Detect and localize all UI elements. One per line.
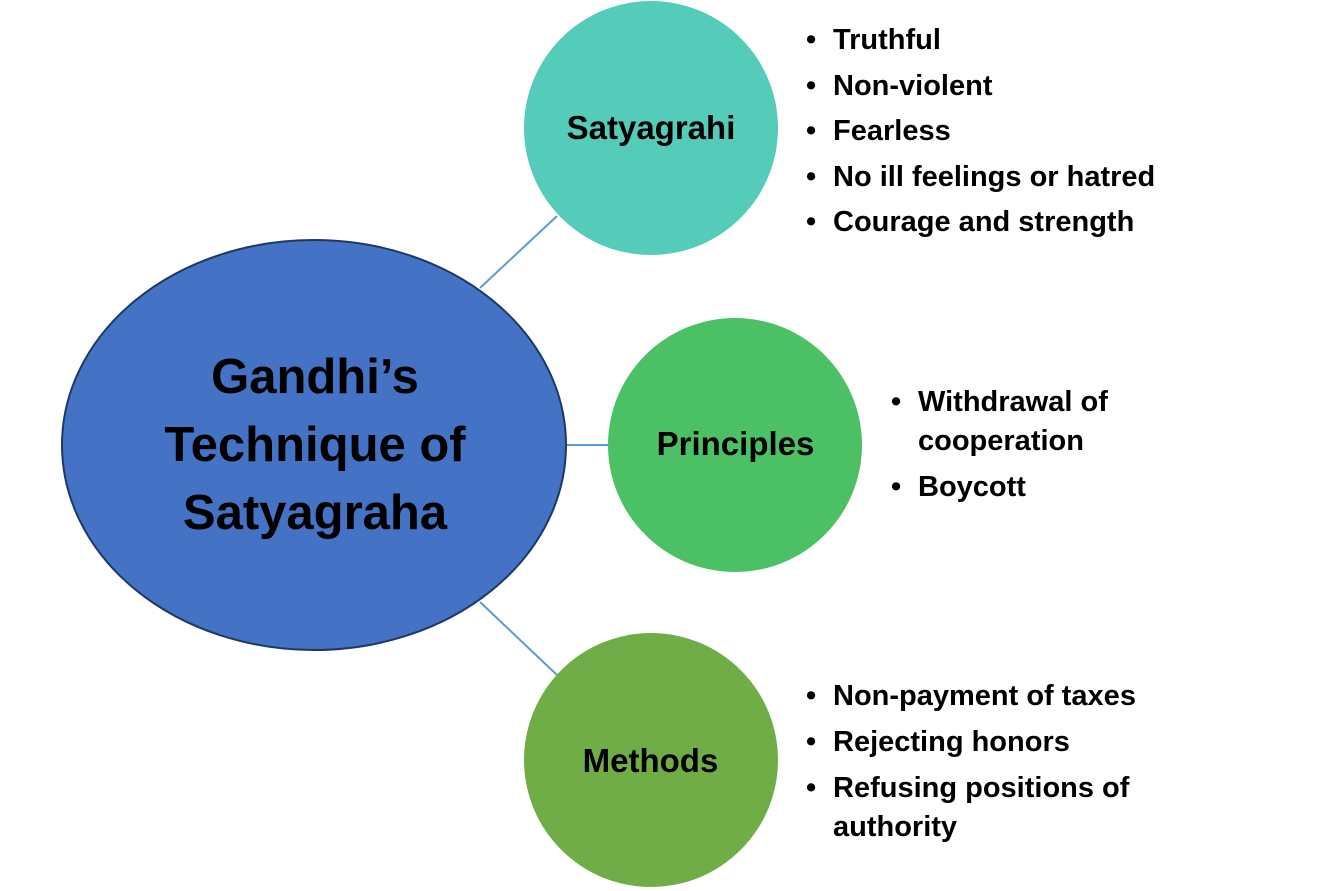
- list-item: Withdrawal of cooperation: [891, 383, 1108, 461]
- list-item: Refusing positions of authority: [806, 769, 1136, 847]
- methods-circle: [524, 633, 778, 887]
- methods-list: Non-payment of taxes Rejecting honors Re…: [806, 677, 1136, 854]
- satyagrahi-circle: [524, 1, 778, 255]
- central-ellipse: [61, 239, 567, 651]
- list-item: Courage and strength: [806, 200, 1155, 246]
- list-item: Non-payment of taxes: [806, 677, 1136, 716]
- connector-satyagrahi: [479, 215, 558, 289]
- list-item: No ill feelings or hatred: [806, 155, 1155, 201]
- satyagrahi-list: Truthful Non-violent Fearless No ill fee…: [806, 18, 1155, 246]
- list-item: Boycott: [891, 468, 1108, 507]
- list-item: Truthful: [806, 18, 1155, 64]
- list-item: Non-violent: [806, 64, 1155, 110]
- list-item: Fearless: [806, 109, 1155, 155]
- list-item: Rejecting honors: [806, 723, 1136, 762]
- principles-circle: [608, 318, 862, 572]
- connector-methods: [479, 601, 558, 676]
- principles-list: Withdrawal of cooperation Boycott: [891, 383, 1108, 514]
